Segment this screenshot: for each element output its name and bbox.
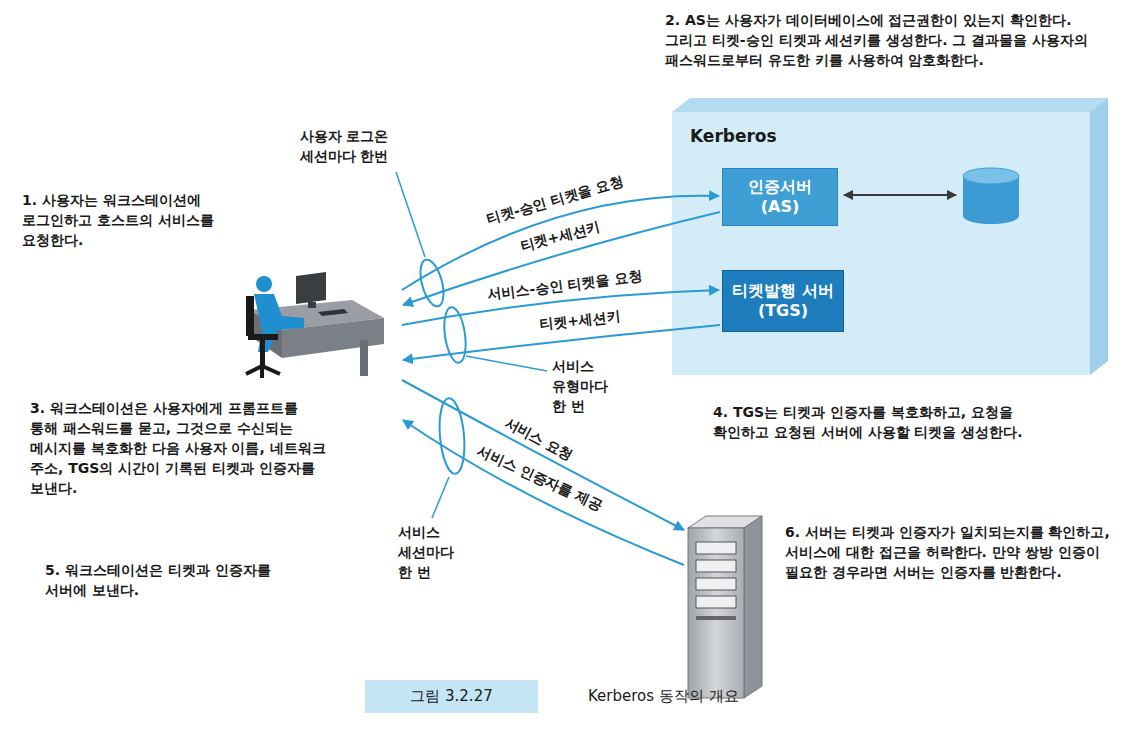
group-ring [416, 257, 448, 309]
monitor-stand [308, 302, 316, 308]
group-ring [437, 397, 468, 475]
kerberos-panel: Kerberos 인증서버 (AS) 티켓발행 서버(TGS) [672, 112, 1090, 375]
database-link [844, 194, 956, 196]
figure-number-box: 그림 3.2.27 [365, 680, 538, 713]
frequency-note: 사용자 로그온 세션마다 한번 [288, 126, 400, 166]
drive-bay [696, 560, 736, 572]
server-box: 인증서버 (AS) [722, 168, 838, 226]
chair-post [260, 340, 265, 366]
step-note: 1. 사용자는 워크스테이션에 로그인하고 호스트의 서비스를 요청한다. [22, 190, 248, 250]
step-note: 3. 워크스테이션은 사용자에게 프롬프트를 통해 패스워드를 묻고, 그것으로… [30, 398, 330, 498]
server-side [744, 516, 762, 698]
workstation-figure [246, 272, 384, 378]
message-arrows [402, 196, 720, 565]
monitor [296, 272, 326, 304]
leader-line [432, 477, 449, 518]
panel-heading: Kerberos [690, 126, 777, 147]
step-note: 4. TGS는 티켓과 인증자를 복호화하고, 요청을 확인하고 요청된 서버에… [713, 402, 1043, 442]
desk-leg [360, 340, 368, 376]
message-label: 서비스-승인 티켓을 요청 [487, 267, 644, 304]
message-label: 서비스 인증자를 제공 [475, 441, 606, 515]
figure-caption: Kerberos 동작의 개요 [588, 686, 739, 706]
leader-line [466, 356, 547, 371]
drive-bay [696, 596, 736, 608]
database-symbol [963, 168, 1019, 224]
box-label: 그림 3.2.27 [410, 687, 492, 706]
message-label: 티켓+세션키 [518, 217, 602, 254]
drive-bay [696, 578, 736, 590]
chair-seat [248, 334, 278, 340]
step-note: 5. 워크스테이션은 티켓과 인증자를 서버에 보낸다. [45, 560, 275, 600]
message-label: 티켓+세션키 [538, 307, 621, 333]
chair-back [246, 296, 254, 336]
step-note: 6. 서버는 티켓과 인증자가 일치되는지를 확인하고, 서비스에 대한 접근을… [785, 522, 1120, 582]
server-front [688, 528, 744, 698]
step-note: 2. AS는 사용자가 데이터베이스에 접근권한이 있는지 확인한다. 그리고 … [665, 10, 1095, 70]
frequency-note: 서비스 유형마다 한 번 [552, 356, 616, 416]
message-arrow [402, 380, 684, 530]
keyboard [318, 309, 348, 316]
drive-bay [696, 542, 736, 554]
panel-side-face [1090, 98, 1108, 375]
chair-base [246, 366, 280, 378]
panel-top-face [672, 98, 1108, 112]
message-label: 티켓-승인 티켓을 요청 [484, 172, 625, 228]
vent [696, 616, 736, 620]
server-figure [688, 516, 762, 698]
cylinder-bottom [963, 208, 1019, 224]
frequency-note: 서비스 세션마다 한 번 [398, 522, 462, 582]
user-head [256, 276, 272, 292]
server-box: 티켓발행 서버(TGS) [722, 270, 844, 332]
leader-line [396, 172, 425, 257]
panel-front-face [672, 112, 1090, 375]
box-label: 티켓발행 서버(TGS) [731, 281, 835, 321]
box-label: 인증서버 (AS) [739, 177, 821, 217]
cylinder-top [963, 168, 1019, 184]
kerberos-panel-shape [672, 98, 1108, 375]
group-ring [441, 306, 469, 364]
group-rings [416, 257, 469, 475]
